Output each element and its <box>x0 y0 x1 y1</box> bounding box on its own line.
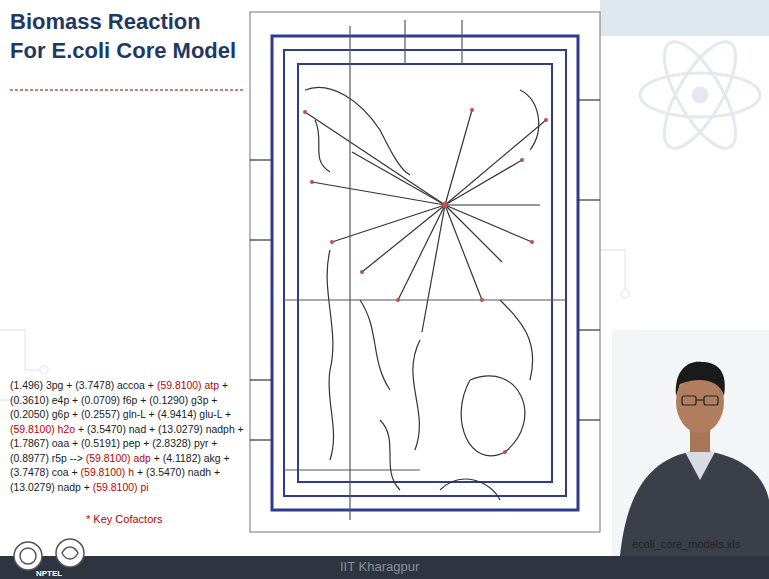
header-band <box>600 0 769 36</box>
cofactor-term: (59.8100) pi <box>93 482 149 493</box>
logo-text: NPTEL <box>36 569 62 578</box>
equation-term: + (3.5470) nad + (13.0279) nadph + <box>78 424 244 435</box>
equation-term: (0.2050) g6p + (0.2557) gln-L + (4.9414)… <box>10 409 231 420</box>
equation-term: (3.7478) coa + <box>10 467 78 478</box>
equation-term: + <box>222 380 228 391</box>
equation-line: (1.496) 3pg + (3.7478) accoa +(59.8100) … <box>10 380 228 391</box>
equation-line: (13.0279) nadp +(59.8100) pi <box>10 482 149 493</box>
equation-line: (0.3610) e4p + (0.0709) f6p + (0.1290) g… <box>10 395 217 406</box>
equation-line: (0.8977) r5p -->(59.8100) adp+ (4.1182) … <box>10 453 230 464</box>
cofactor-term: (59.8100) h2o <box>10 424 75 435</box>
equation-line: (3.7478) coa +(59.8100) h+ (3.5470) nadh… <box>10 467 220 478</box>
equation-term: + (4.1182) akg + <box>154 453 230 464</box>
slide-title: Biomass Reaction For E.coli Core Model <box>10 8 239 65</box>
cofactor-term: (59.8100) adp <box>86 453 151 464</box>
metabolic-map <box>250 12 600 532</box>
equation-term: (1.496) 3pg + (3.7478) accoa + <box>10 380 154 391</box>
equation-term: + (3.5470) nadh + <box>137 467 220 478</box>
cofactor-term: (59.8100) h <box>81 467 134 478</box>
equation-term: (13.0279) nadp + <box>10 482 90 493</box>
presenter-video <box>612 330 769 556</box>
watermark: IIT Kharagpur <box>340 559 419 574</box>
footer-bar <box>0 556 769 579</box>
equation-line: (59.8100) h2o+ (3.5470) nad + (13.0279) … <box>10 424 244 435</box>
nptel-logos <box>14 539 84 570</box>
equation-term: (0.3610) e4p + (0.0709) f6p + (0.1290) g… <box>10 395 217 406</box>
equation-term: (1.7867) oaa + (0.5191) pep + (2.8328) p… <box>10 438 217 449</box>
equation-line: (0.2050) g6p + (0.2557) gln-L + (4.9414)… <box>10 409 231 420</box>
atom-watermark <box>640 32 760 158</box>
cofactor-term: (59.8100) atp <box>157 380 219 391</box>
equation-line: (1.7867) oaa + (0.5191) pep + (2.8328) p… <box>10 438 217 449</box>
title-underline <box>10 89 244 91</box>
legend-note: * Key Cofactors <box>86 513 162 525</box>
equation-term: (0.8977) r5p --> <box>10 453 83 464</box>
file-name: ecoli_core_models.xls <box>632 538 740 550</box>
